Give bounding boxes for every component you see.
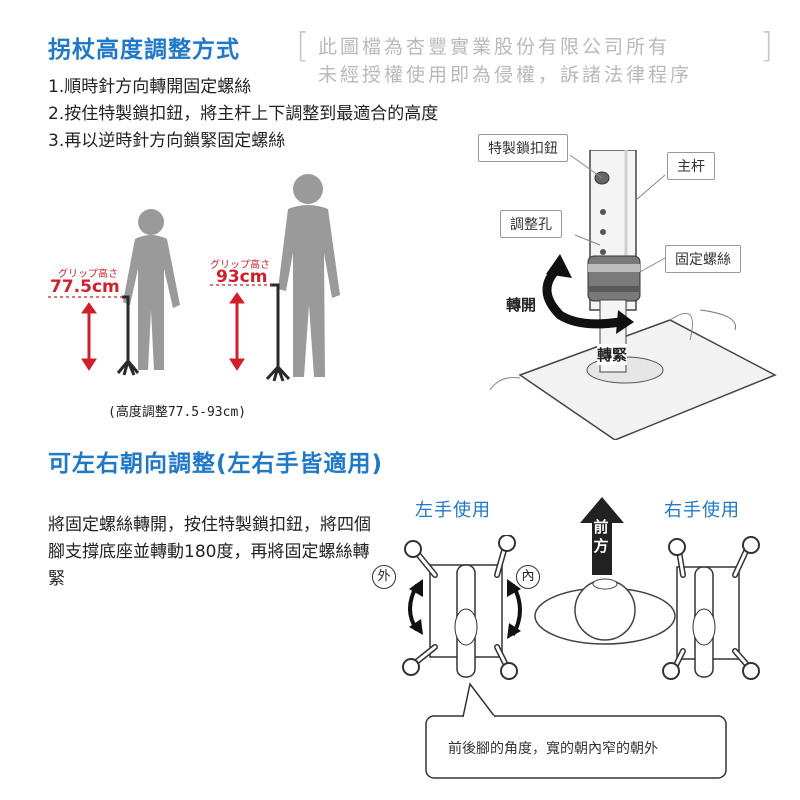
tall-height-value: 93cm <box>216 267 268 287</box>
label-fixing-screw: 固定螺絲 <box>665 245 741 273</box>
step-3: 3.再以逆時針方向鎖緊固定螺絲 <box>48 131 286 151</box>
label-lock-button: 特製鎖扣鈕 <box>478 134 568 162</box>
direction-instructions: 將固定螺絲轉開，按住特製鎖扣鈕，將四個腳支撐底座並轉動180度，再將固定螺絲轉緊 <box>48 515 371 589</box>
left-hand-label: 左手使用 <box>415 500 491 521</box>
grip-height-label-tall: グリップ高さ <box>210 260 270 271</box>
short-cane <box>116 295 140 376</box>
short-height-arrow <box>81 302 97 371</box>
short-person-figure <box>123 209 180 370</box>
watermark-line-1: 此圖檔為杏豐實業股份有限公司所有 <box>318 36 671 58</box>
step-1: 1.順時針方向轉開固定螺絲 <box>48 77 252 97</box>
short-height-value: 77.5cm <box>50 277 120 297</box>
note-text: 前後腳的角度，寬的朝內窄的朝外 <box>448 741 658 757</box>
direction-section-title: 可左右朝向調整(左右手皆適用) <box>48 451 384 477</box>
screw-detail-diagram <box>489 150 777 440</box>
user-top-view <box>534 578 676 645</box>
outer-side-badge: 外 <box>372 565 396 589</box>
front-arrow <box>580 497 624 575</box>
label-main-pole: 主杆 <box>667 152 715 180</box>
label-tighten: 轉緊 <box>597 344 628 365</box>
grip-height-label-short: グリップ高さ <box>58 269 118 280</box>
step-2: 2.按住特製鎖扣鈕，將主杆上下調整到最適合的高度 <box>48 104 439 124</box>
left-hand-base-diagram <box>402 535 522 680</box>
inner-side-badge: 內 <box>516 565 540 589</box>
label-adjust-hole: 調整孔 <box>500 210 562 238</box>
height-figures-illustration <box>48 174 340 382</box>
watermark-bracket-left: [ <box>296 26 310 66</box>
height-section-title: 拐杖高度調整方式 <box>48 37 240 63</box>
note-callout-frame <box>425 682 727 779</box>
tall-cane <box>265 283 291 382</box>
watermark-bracket-right: ] <box>760 26 774 66</box>
label-loosen: 轉開 <box>506 294 537 315</box>
tall-person-figure <box>278 174 340 377</box>
right-hand-label: 右手使用 <box>664 500 740 521</box>
right-hand-base-diagram <box>662 536 760 680</box>
height-range-caption: (高度調整77.5-93cm) <box>108 405 247 420</box>
tall-height-arrow <box>229 292 245 371</box>
watermark-line-2: 未經授權使用即為侵權，訴諸法律程序 <box>318 64 693 86</box>
front-direction-label: 前方 <box>593 518 609 555</box>
